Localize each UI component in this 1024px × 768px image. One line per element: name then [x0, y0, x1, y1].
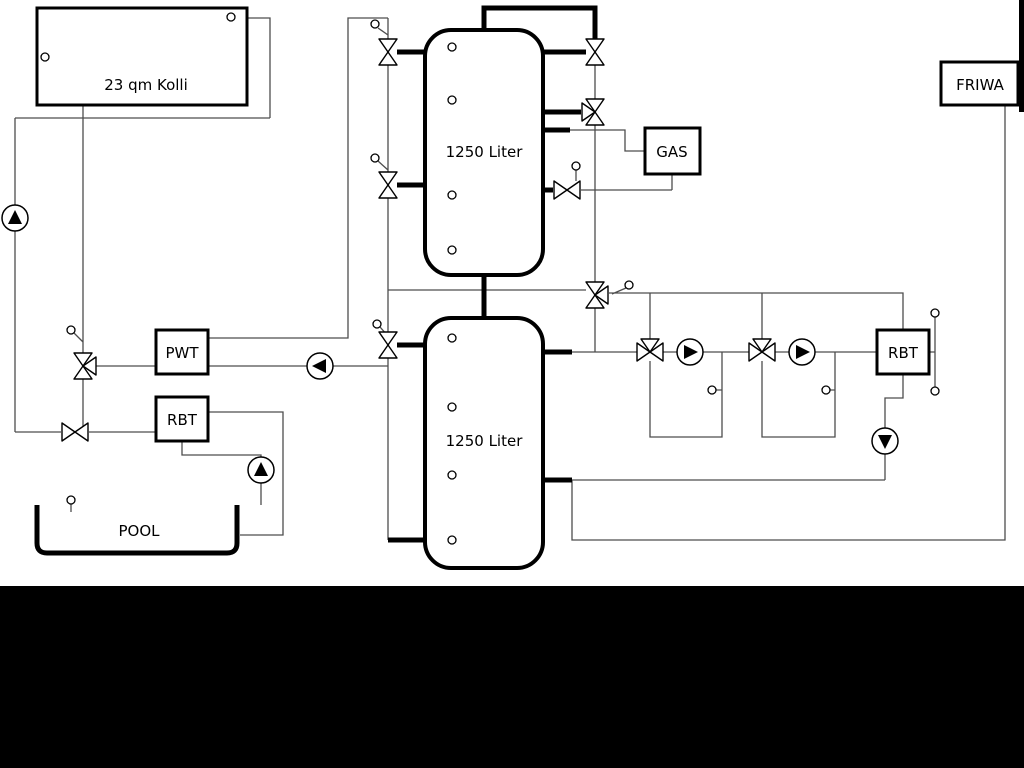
- friwa-box: [939, 60, 1020, 107]
- sensor-icon: [821, 385, 831, 395]
- gas-label: GAS: [656, 143, 687, 161]
- loop1-pump-icon: [676, 338, 704, 366]
- sensor-icon: [930, 308, 940, 318]
- pool-pump-icon: [247, 456, 275, 484]
- pool-basin: [34, 505, 240, 556]
- valve-tank1-top-right-icon: [585, 38, 605, 66]
- bottom-letterbox: [0, 586, 1024, 768]
- hydraulic-schematic: 23 qm Kolli 1250 Liter 1250 Liter PWT RB…: [1, 5, 1020, 570]
- sensor-icon: [447, 535, 457, 545]
- tank-bottom-label: 1250 Liter: [446, 432, 524, 450]
- sensor-icon: [447, 402, 457, 412]
- valve-gas-return-icon: [553, 180, 581, 200]
- sensor-icon: [66, 495, 76, 505]
- pwt-pump-icon: [306, 352, 334, 380]
- sensor-icon: [447, 333, 457, 343]
- sensor-icon: [370, 153, 380, 163]
- sensor-icon: [447, 470, 457, 480]
- valve-tank2-left-icon: [378, 331, 398, 359]
- sensor-icon: [447, 245, 457, 255]
- valve-tank1-top-left-icon: [378, 38, 398, 66]
- collector-box: [35, 6, 249, 107]
- valve-pool-return-icon: [61, 422, 89, 442]
- valve-tank1-mid-left-icon: [378, 171, 398, 199]
- rbt-left-label: RBT: [167, 411, 198, 429]
- valve-loop1-mixing-icon: [636, 338, 664, 362]
- sensor-icon: [624, 280, 634, 290]
- valve-distribution-3way-icon: [585, 281, 609, 309]
- pwt-box: [154, 328, 210, 376]
- solar-pump-icon: [1, 204, 29, 232]
- gas-boiler-box: [643, 126, 702, 176]
- sensor-icon: [226, 12, 236, 22]
- sensor-icon: [447, 42, 457, 52]
- sensor-icon: [40, 52, 50, 62]
- pwt-label: PWT: [165, 344, 199, 362]
- sensor-icon: [370, 19, 380, 29]
- sensor-icon: [372, 319, 382, 329]
- sensor-icon: [571, 161, 581, 171]
- loop2-pump-icon: [788, 338, 816, 366]
- right-edge-mask: [1019, 0, 1024, 112]
- sensor-icon: [447, 190, 457, 200]
- collector-label: 23 qm Kolli: [104, 76, 188, 94]
- thick-pipes: [388, 5, 598, 543]
- valve-gas-supply-icon: [581, 98, 605, 126]
- diagram-canvas: 23 qm Kolli 1250 Liter 1250 Liter PWT RB…: [0, 0, 1024, 586]
- buffer-tank-bottom: [423, 316, 545, 570]
- sensor-icon: [447, 95, 457, 105]
- rbt-right-label: RBT: [888, 344, 919, 362]
- valve-solar-3way-icon: [73, 352, 97, 380]
- valve-loop2-mixing-icon: [748, 338, 776, 362]
- pool-label: POOL: [118, 522, 160, 540]
- rbt-pump-icon: [871, 427, 899, 455]
- sensor-icon: [66, 325, 76, 335]
- sensor-icon: [930, 386, 940, 396]
- sensor-icon: [707, 385, 717, 395]
- rbt-left-box: [154, 395, 210, 443]
- buffer-tank-top: [423, 28, 545, 277]
- tank-top-label: 1250 Liter: [446, 143, 524, 161]
- friwa-label: FRIWA: [956, 76, 1004, 94]
- rbt-right-box: [875, 328, 931, 376]
